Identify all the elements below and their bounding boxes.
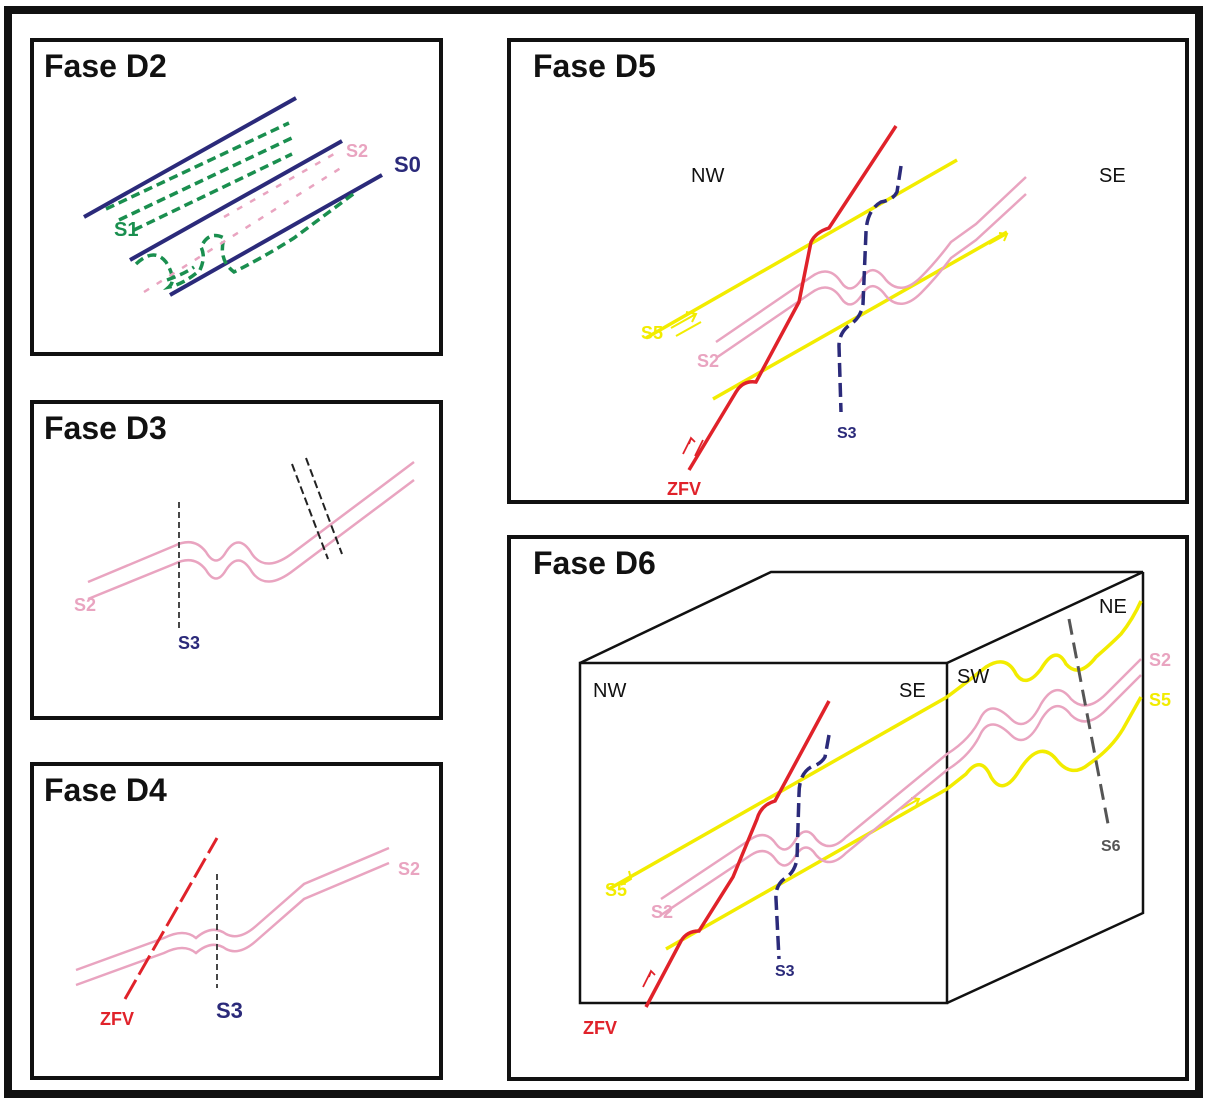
zfv-fault: [123, 837, 219, 1000]
panel-fase-d6: Fase D6: [507, 535, 1189, 1081]
s0-label: S0: [394, 152, 421, 177]
s5-label: S5: [605, 880, 628, 900]
d5-diagram: [645, 125, 1027, 471]
s5-side-label: S5: [1149, 690, 1172, 710]
s2-label: S2: [651, 902, 674, 922]
d3-diagram: [87, 457, 415, 632]
s2-label: S2: [697, 351, 720, 371]
panel-title: Fase D2: [44, 48, 167, 84]
se-label: SE: [899, 680, 926, 702]
panel-title: Fase D5: [533, 48, 656, 84]
zfv-label: ZFV: [583, 1018, 617, 1038]
zfv-shear-arrows: [682, 436, 704, 457]
panel-fase-d5: Fase D5 NW SE ZFV S3: [507, 38, 1189, 504]
s1-label: S1: [114, 219, 139, 241]
d3-fracture-pair: [291, 457, 343, 560]
s2-folded-layers: [715, 176, 1027, 360]
panel-fase-d3: Fase D3 S2 S3: [30, 400, 443, 720]
s2-foliation: [143, 152, 345, 294]
sw-label: SW: [957, 666, 990, 688]
s5-label: S5: [641, 323, 664, 343]
s2-label: S2: [398, 859, 421, 879]
d4-diagram: [75, 837, 390, 1000]
s0-line-lower: [169, 173, 383, 297]
panel-title: Fase D4: [44, 772, 167, 808]
s1-foliation: [105, 121, 358, 291]
s2-folded-layers: [75, 846, 390, 987]
s6-trace: [1067, 618, 1111, 830]
s0-line-middle: [129, 139, 343, 262]
s2-folded-layers: [87, 461, 415, 601]
d2-diagram: [83, 96, 383, 297]
s3-label: S3: [216, 998, 243, 1023]
s5-planes-side: [945, 600, 1143, 791]
nw-label: NW: [691, 165, 725, 187]
zfv-label: ZFV: [100, 1009, 134, 1029]
s3-trace: [837, 165, 903, 413]
s2-side-label: S2: [1149, 650, 1172, 670]
nw-label: NW: [593, 680, 627, 702]
d6-block-diagram: [578, 570, 1145, 1008]
s2-folded-layers: [660, 658, 1142, 917]
zfv-fault: [644, 700, 831, 1008]
s3-label: S3: [178, 633, 201, 653]
block-outline: [578, 570, 1145, 1005]
s5-shear-arrows: [670, 232, 1009, 337]
s5-shear-arrows: [620, 797, 921, 886]
s6-label: S6: [1101, 838, 1121, 855]
panel-title: Fase D6: [533, 545, 656, 581]
panel-title: Fase D3: [44, 410, 167, 446]
s3-trace: [774, 734, 831, 960]
zfv-shear-arrows: [642, 969, 656, 988]
ne-label: NE: [1099, 596, 1127, 618]
s2-label: S2: [74, 595, 97, 615]
panel-fase-d4: Fase D4 ZFV S3 S2: [30, 762, 443, 1080]
zfv-fault: [687, 125, 898, 471]
s0-line-upper: [83, 96, 297, 219]
s3-label: S3: [775, 963, 795, 980]
se-label: SE: [1099, 165, 1126, 187]
zfv-label: ZFV: [667, 479, 701, 499]
panel-fase-d2: Fase D2 S0 S1 S2: [30, 38, 443, 356]
s3-label: S3: [837, 425, 857, 442]
s2-label: S2: [346, 141, 369, 161]
